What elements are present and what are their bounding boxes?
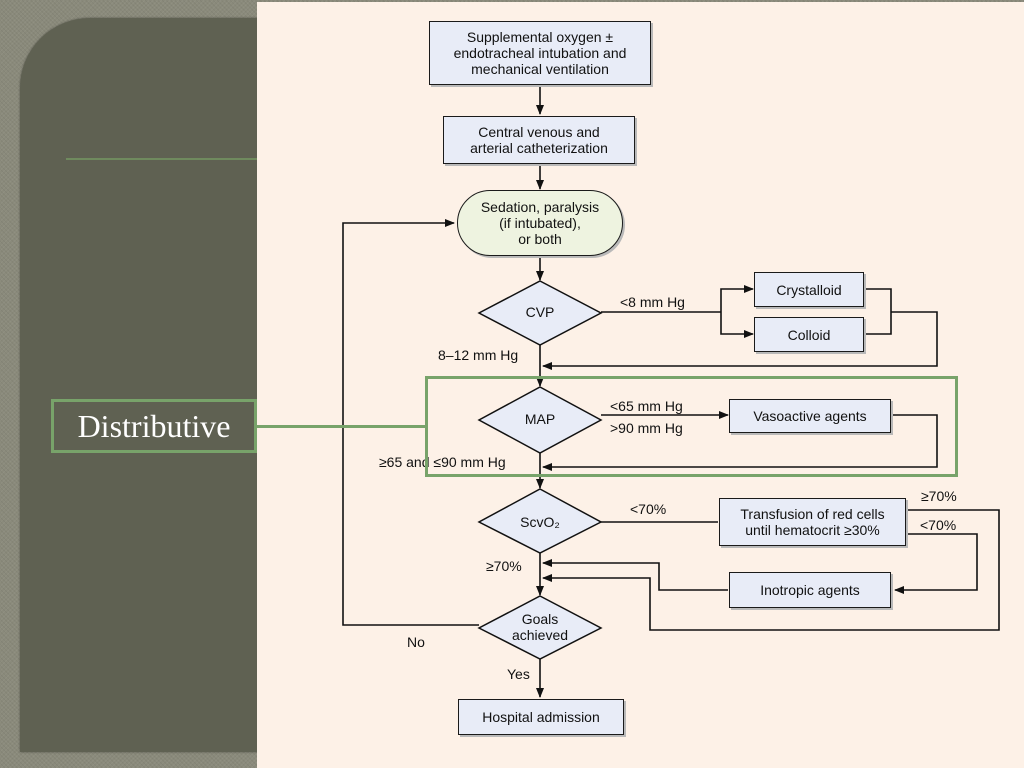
node-catheterization: Central venous and arterial catheterizat… (443, 116, 635, 164)
flowchart-figure: Supplemental oxygen ± endotracheal intub… (257, 2, 1024, 768)
node-supplemental-oxygen: Supplemental oxygen ± endotracheal intub… (429, 21, 651, 85)
node-colloid: Colloid (754, 317, 864, 352)
edge-label-map-low: <65 mm Hg (610, 398, 683, 414)
edge-label-transfusion-high: ≥70% (921, 488, 957, 504)
edge-label-transfusion-low: <70% (920, 517, 957, 533)
flowchart-connectors (342, 85, 1000, 698)
node-crystalloid: Crystalloid (754, 272, 864, 307)
edge-vasoactive-return (542, 414, 938, 471)
edge-label-map-high: >90 mm Hg (610, 420, 683, 436)
scvo2-diamond (477, 488, 603, 554)
node-scvo2-label: ScvO₂ (520, 514, 560, 530)
edge-fluids-return (542, 311, 938, 370)
map-diamond (477, 386, 603, 454)
callout-connector-line (257, 425, 427, 428)
edge-label-cvp-low: <8 mm Hg (620, 294, 685, 310)
edge-label-goals-yes: Yes (507, 666, 530, 682)
edge-to-crystalloid (720, 285, 754, 312)
node-hospital-admission: Hospital admission (458, 699, 624, 735)
node-vasoactive-agents: Vasoactive agents (729, 399, 891, 433)
title-rule-line (66, 158, 266, 160)
edge-to-colloid (720, 312, 754, 338)
edge-transfusion-low (894, 533, 978, 594)
edge-from-colloid (864, 312, 892, 335)
edge-label-scvo2-ok: ≥70% (486, 558, 522, 574)
edge-from-crystalloid (864, 288, 892, 312)
node-transfusion: Transfusion of red cells until hematocri… (719, 498, 906, 546)
node-map-label: MAP (524, 411, 556, 427)
distributive-callout-label: Distributive (51, 399, 257, 453)
goals-diamond (477, 595, 603, 660)
edge-label-map-ok: ≥65 and ≤90 mm Hg (379, 454, 506, 470)
edge-label-goals-no: No (407, 634, 425, 650)
node-inotropic-agents: Inotropic agents (729, 572, 891, 608)
edge-label-cvp-ok: 8–12 mm Hg (438, 347, 519, 363)
node-cvp-label: CVP (525, 304, 555, 320)
node-goals-label: Goals achieved (511, 611, 569, 643)
edge-goals-no-loop (342, 219, 479, 626)
edge-transfusion-ok (542, 509, 1000, 631)
edge-label-scvo2-low: <70% (630, 501, 667, 517)
cvp-diamond (477, 280, 603, 346)
node-sedation: Sedation, paralysis (if intubated), or b… (457, 190, 623, 256)
edge-inotropic-return (542, 559, 728, 591)
